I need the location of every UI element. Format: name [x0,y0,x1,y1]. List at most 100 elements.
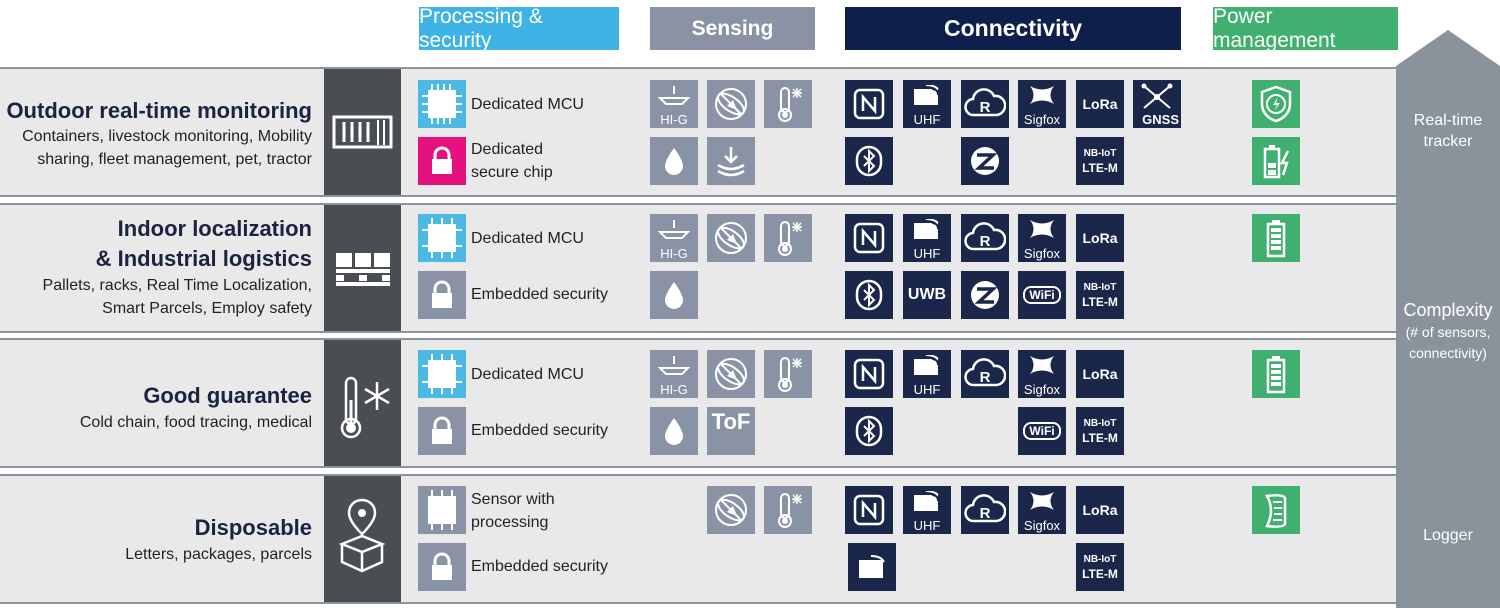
pallet-icon [336,253,390,286]
row-title: Outdoor real-time monitoring [6,98,312,123]
row-subtitle: Containers, livestock monitoring, Mobili… [22,128,312,145]
uhf-rfid-icon: UHF [903,486,951,534]
wifi-icon: WiFi [1018,407,1066,455]
tof-label: ToF [711,409,751,434]
ltem-label: LTE-M [1082,295,1118,309]
processing-label: Embedded security [471,286,608,303]
row-title: Indoor localization [117,216,312,241]
lock-icon [418,137,466,185]
zigbee-icon [961,137,1009,185]
complexity-arrow [1396,30,1500,608]
cloud-r-icon: R [961,214,1009,262]
sigfox-icon: Sigfox [1018,80,1066,128]
tile-caption: HI-G [660,382,688,397]
wifi-icon: WiFi [1018,271,1066,319]
nfc-icon [845,80,893,128]
cloud-r-icon: R [961,80,1009,128]
lora-icon: LoRa [1076,350,1124,398]
ltem-label: LTE-M [1082,161,1118,175]
row-icon-block [324,69,401,195]
uhf-rfid-icon: UHF [903,80,951,128]
tof-icon: ToF [707,407,755,455]
wifi-label: WiFi [1023,286,1061,304]
processing-label: Dedicated MCU [471,230,584,247]
nbiot-ltem-icon: NB-IoT LTE-M [1076,543,1124,591]
thermometer-icon [764,80,812,128]
row-icon-block [324,476,401,602]
row-subtitle: Letters, packages, parcels [125,546,312,563]
rfid-tag-icon [848,543,896,591]
gyroscope-icon [707,486,755,534]
lora-label: LoRa [1082,502,1118,518]
cloud-r-icon: R [961,350,1009,398]
processing-label: Embedded security [471,558,608,575]
arrow-complexity-sub: (# of sensors, [1405,324,1491,340]
thermometer-icon [764,350,812,398]
row-title: & Industrial logistics [95,246,312,271]
nbiot-label: NB-IoT [1083,282,1117,293]
nbiot-label: NB-IoT [1083,554,1117,565]
lora-label: LoRa [1082,366,1118,382]
energy-shield-icon [1252,80,1300,128]
sigfox-icon: Sigfox [1018,486,1066,534]
arrow-top-label: tracker [1423,133,1473,150]
thermometer-snowflake-icon [340,376,390,439]
accelerometer-hig-icon: HI-G [650,80,698,128]
tile-caption: UHF [913,382,941,397]
arrow-bottom-label: Logger [1423,527,1473,544]
nbiot-label: NB-IoT [1083,148,1117,159]
chip-grey-icon [418,486,466,534]
tile-caption: Sigfox [1023,382,1061,397]
processing-label: processing [471,514,549,531]
nfc-icon [845,214,893,262]
battery-charging-icon [1252,137,1300,185]
humidity-drop-icon [650,271,698,319]
ltem-label: LTE-M [1082,567,1118,581]
container-icon [332,115,393,149]
arrow-complexity-sub: connectivity) [1409,345,1487,361]
gnss-icon: GNSS [1133,80,1181,128]
gyroscope-icon [707,80,755,128]
tile-caption: HI-G [660,246,688,261]
tile-caption: HI-G [660,112,688,127]
bluetooth-icon [845,407,893,455]
svg-text:R: R [980,233,991,250]
gyroscope-icon [707,350,755,398]
flexible-battery-icon [1252,486,1300,534]
row-icon-block [324,340,401,466]
svg-text:R: R [980,369,991,386]
processing-label: Dedicated MCU [471,96,584,113]
header-processing-security: Processing & security [419,5,619,52]
svg-text:R: R [980,505,991,522]
chip-icon [418,350,466,398]
tile-caption: UHF [913,518,941,533]
pressure-icon [707,137,755,185]
battery-icon [1252,350,1300,398]
arrow-complexity-title: Complexity [1403,300,1493,320]
nbiot-label: NB-IoT [1083,418,1117,429]
processing-label: Sensor with [471,491,555,508]
gyroscope-icon [707,214,755,262]
lora-icon: LoRa [1076,214,1124,262]
accelerometer-hig-icon: HI-G [650,214,698,262]
chip-icon [418,214,466,262]
uwb-label: UWB [907,286,947,303]
processing-label: secure chip [471,164,553,181]
tile-caption: Sigfox [1023,246,1061,261]
row-subtitle: Pallets, racks, Real Time Localization, [42,277,312,294]
lock-icon [418,407,466,455]
lora-label: LoRa [1082,96,1118,112]
bluetooth-icon [845,137,893,185]
lora-icon: LoRa [1076,486,1124,534]
lock-icon [418,543,466,591]
bluetooth-icon [845,271,893,319]
arrow-top-label: Real-time [1413,112,1483,129]
nbiot-ltem-icon: NB-IoT LTE-M [1076,407,1124,455]
nbiot-ltem-icon: NB-IoT LTE-M [1076,271,1124,319]
row-subtitle: sharing, fleet management, pet, tractor [37,151,312,168]
row-subtitle: Smart Parcels, Employ safety [102,300,312,317]
lora-icon: LoRa [1076,80,1124,128]
sigfox-icon: Sigfox [1018,350,1066,398]
tile-caption: Sigfox [1023,112,1061,127]
cloud-r-icon: R [961,486,1009,534]
